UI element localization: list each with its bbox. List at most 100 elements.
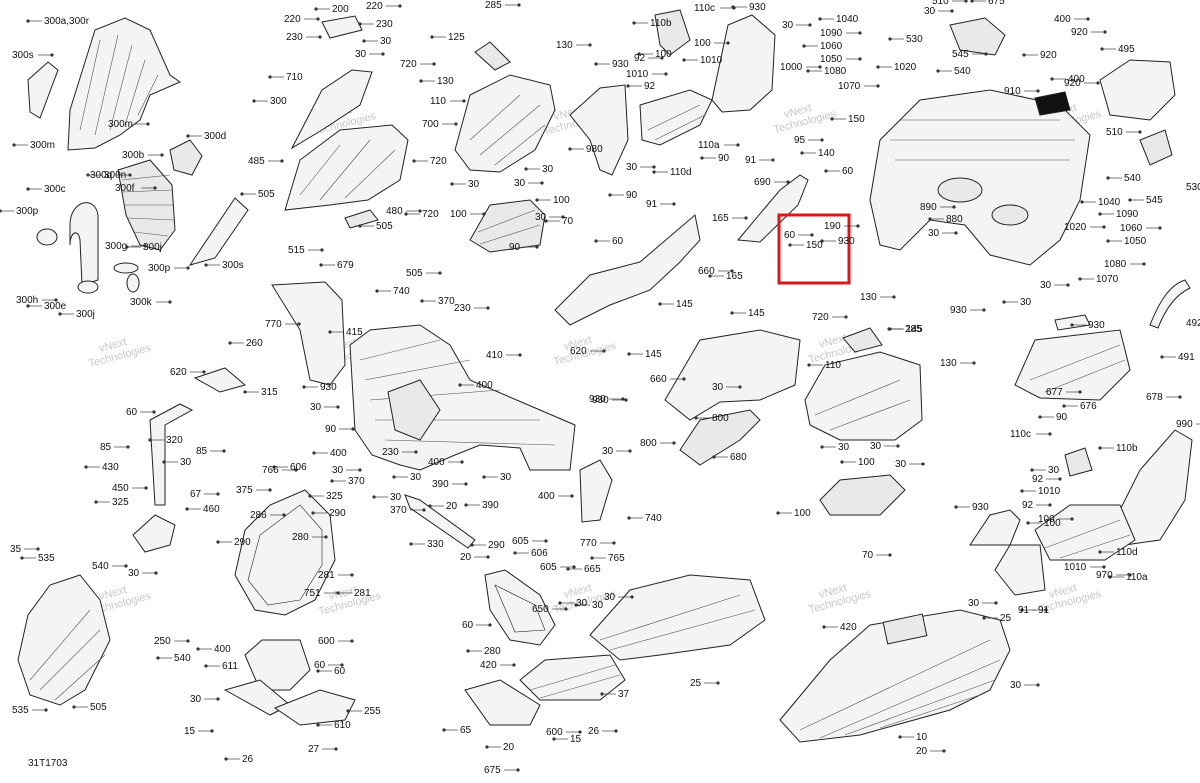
fastener-dot [26, 187, 30, 191]
callout-label: 30 [380, 36, 392, 47]
callout-label: 300 [270, 96, 287, 107]
fastener-dot [420, 299, 424, 303]
callout-label: 30 [712, 382, 724, 393]
callout-label: 920 [1040, 50, 1057, 61]
fastener-dot [308, 494, 312, 498]
fastener-dot [409, 542, 413, 546]
fastener-dot [314, 7, 318, 11]
callout-label: 1050 [1124, 236, 1147, 247]
callout-label: 600 [318, 636, 335, 647]
fastener-dot [627, 352, 631, 356]
callout-label: 130 [860, 292, 877, 303]
callout-label: 30 [128, 568, 140, 579]
callout-label: 100 [1044, 518, 1061, 529]
fastener-dot [1048, 432, 1052, 436]
callout-label: 95 [794, 135, 806, 146]
fastener-dot [318, 35, 322, 39]
callout-label: 140 [818, 148, 835, 159]
fastener-dot [570, 494, 574, 498]
callout-label: 400 [428, 457, 445, 468]
callout-label: 145 [645, 349, 662, 360]
callout-label: 150 [806, 240, 823, 251]
fastener-dot [419, 79, 423, 83]
fastener-dot [738, 385, 742, 389]
callout-label: 30 [355, 49, 367, 60]
fastener-dot [462, 99, 466, 103]
fastener-dot [1022, 53, 1026, 57]
callout-label: 1080 [1104, 259, 1127, 270]
fastener-dot [12, 143, 16, 147]
callout-label: 330 [427, 539, 444, 550]
callout-label: 400 [538, 491, 555, 502]
fastener-dot [1066, 283, 1070, 287]
callout-label: 505 [376, 221, 393, 232]
fastener-dot [20, 556, 24, 560]
fastener-dot [336, 591, 340, 595]
callout-label: 510 [1106, 127, 1123, 138]
callout-label: 770 [580, 538, 597, 549]
callout-label: 300c [44, 184, 66, 195]
callout-label: 20 [503, 742, 515, 753]
fastener-dot [776, 511, 780, 515]
callout-label: 300a,300r [44, 16, 90, 27]
fastener-dot [294, 468, 298, 472]
fastener-dot [682, 377, 686, 381]
fastener-dot [544, 219, 548, 223]
fastener-dot [302, 385, 306, 389]
fastener-dot [954, 505, 958, 509]
callout-label: 1060 [820, 41, 843, 52]
callout-label: 30 [592, 600, 604, 611]
callout-label: 220 [284, 14, 301, 25]
fastener-dot [800, 151, 804, 155]
callout-label: 1010 [1064, 562, 1087, 573]
callout-label: 1020 [894, 62, 917, 73]
fastener-dot [316, 17, 320, 21]
callout-label: 650 [532, 604, 549, 615]
callout-label: 460 [203, 504, 220, 515]
fastener-dot [820, 138, 824, 142]
fastener-dot [672, 441, 676, 445]
callout-label: 30 [332, 465, 344, 476]
callout-label: 190 [824, 221, 841, 232]
fastener-dot [984, 52, 988, 56]
callout-label: 1060 [1120, 223, 1143, 234]
drawing-code: 31T1703 [28, 758, 68, 769]
fastener-dot [600, 692, 604, 696]
callout-label: 30 [782, 20, 794, 31]
callout-label: 678 [1146, 392, 1163, 403]
fastener-dot [535, 198, 539, 202]
callout-label: 30 [626, 162, 638, 173]
fastener-dot [488, 623, 492, 627]
callout-label: 505 [90, 702, 107, 713]
callout-label: 970 [1096, 570, 1113, 581]
callout-label: 60 [334, 666, 346, 677]
fastener-dot [186, 266, 190, 270]
fastener-dot [340, 663, 344, 667]
callout-label: 60 [126, 407, 138, 418]
callout-label: 20 [460, 552, 472, 563]
callout-label: 495 [1118, 44, 1135, 55]
callout-label: 30 [870, 441, 882, 452]
fastener-dot [561, 215, 565, 219]
fastener-dot [126, 445, 130, 449]
fastener-dot [418, 209, 422, 213]
callout-label: 145 [676, 299, 693, 310]
callout-label: 300q [90, 170, 112, 181]
callout-label: 1040 [836, 14, 859, 25]
fastener-dot [788, 243, 792, 247]
callout-label: 400 [1068, 74, 1085, 85]
callout-label: 110c [1010, 429, 1031, 440]
callout-label: 100 [794, 508, 811, 519]
callout-label: 492 [1186, 318, 1200, 329]
fastener-dot [1158, 226, 1162, 230]
fastener-dot [160, 153, 164, 157]
callout-label: 230 [286, 32, 303, 43]
fastener-dot [128, 173, 132, 177]
callout-label: 30 [968, 598, 980, 609]
callout-label: 1080 [824, 66, 847, 77]
fastener-dot [358, 22, 362, 26]
callout-label: 290 [329, 508, 346, 519]
fastener-dot [362, 39, 366, 43]
callout-label: 910 [1004, 86, 1021, 97]
fastener-dot [486, 555, 490, 559]
